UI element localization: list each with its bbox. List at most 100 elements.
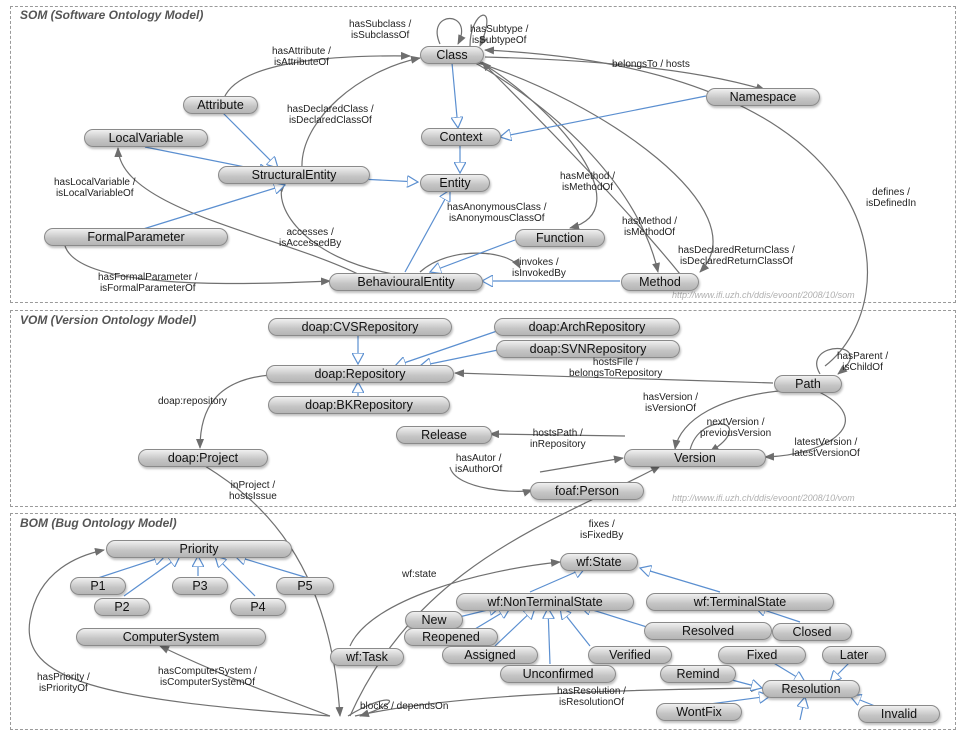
edge-has-autor <box>449 466 533 497</box>
edge-has-attribute <box>223 51 411 99</box>
node-behavioural-entity: BehaviouralEntity <box>329 273 483 291</box>
node-class: Class <box>420 46 484 64</box>
node-structural-entity: StructuralEntity <box>218 166 370 184</box>
label-invokes: invokes / isInvokedBy <box>512 257 566 279</box>
node-invalid: Invalid <box>858 705 940 723</box>
edge-terminal-state <box>640 568 721 593</box>
edge-blocks <box>347 699 391 718</box>
label-anonymous-class: hasAnonymousClass / isAnonymousClassOf <box>447 202 547 224</box>
edge-has-parent <box>816 347 851 375</box>
node-reopened: Reopened <box>404 628 498 646</box>
edge-invokes <box>419 252 521 273</box>
edge-has-declared-class <box>301 55 421 169</box>
label-in-project: inProject / hostsIssue <box>229 480 277 502</box>
node-resolved: Resolved <box>644 622 772 640</box>
edge-has-local-variable <box>114 147 361 276</box>
edge-class-context <box>452 62 458 128</box>
node-p4: P4 <box>230 598 286 616</box>
label-has-computer-system: hasComputerSystem / isComputerSystemOf <box>158 666 257 688</box>
node-attribute: Attribute <box>183 96 258 114</box>
edge-p1-priority <box>97 556 165 579</box>
edge-declared-return <box>481 61 681 275</box>
label-has-version: hasVersion / isVersionOf <box>643 392 699 414</box>
edge-attribute-structural <box>221 111 278 168</box>
som-panel <box>10 6 956 303</box>
edge-has-method-1 <box>469 59 660 273</box>
node-unconfirmed: Unconfirmed <box>500 665 616 683</box>
label-fixes: fixes / isFixedBy <box>580 519 624 541</box>
node-context: Context <box>421 128 501 146</box>
edge-remind-resolution <box>731 680 762 688</box>
node-computer-system: ComputerSystem <box>76 628 266 646</box>
edge-doap-repository <box>196 374 271 449</box>
edge-p4-priority <box>215 556 256 597</box>
edge-wf-state <box>349 558 561 647</box>
edge-belongs-to <box>484 56 766 92</box>
som-url: http://www.ifi.uzh.ch/ddis/evoont/2008/1… <box>672 290 855 300</box>
node-release: Release <box>396 426 492 444</box>
vom-url: http://www.ifi.uzh.ch/ddis/evoont/2008/1… <box>672 493 855 503</box>
node-fixed: Fixed <box>718 646 806 664</box>
edge-p5-priority <box>235 556 309 579</box>
edge-has-priority <box>28 547 331 717</box>
edge-has-resolution <box>354 684 761 717</box>
node-version: Version <box>624 449 766 467</box>
edge-has-method-2 <box>474 61 714 273</box>
node-remind: Remind <box>660 665 736 683</box>
vom-panel-title: VOM (Version Ontology Model) <box>20 313 197 327</box>
edge-has-subclass <box>436 17 466 45</box>
label-hosts-file: hostsFile / belongsToRepository <box>569 357 663 379</box>
node-wf-state: wf:State <box>560 553 638 571</box>
edge-formal-parameter <box>64 245 331 286</box>
edge-verified-nonterminal <box>560 608 591 647</box>
edge-defines <box>484 46 868 367</box>
node-local-variable: LocalVariable <box>84 129 208 147</box>
edge-has-version <box>672 389 791 450</box>
node-person: foaf:Person <box>530 482 644 500</box>
label-latest-version: latestVersion / latestVersionOf <box>792 437 860 459</box>
node-resolution: Resolution <box>762 680 860 698</box>
node-new: New <box>405 611 463 629</box>
label-formal-parameter: hasFormalParameter / isFormalParameterOf <box>98 272 198 294</box>
edge-fixed-resolution <box>771 661 805 682</box>
label-has-local-variable: hasLocalVariable / isLocalVariableOf <box>54 177 136 199</box>
node-wf-nonterminal: wf:NonTerminalState <box>456 593 634 611</box>
edge-has-subtype <box>469 14 488 47</box>
bom-panel-title: BOM (Bug Ontology Model) <box>20 516 177 530</box>
label-has-subclass: hasSubclass / isSubclassOf <box>349 19 412 41</box>
edge-invalid-resolution <box>850 696 876 707</box>
edge-has-computer-system <box>159 645 331 717</box>
node-wf-terminal: wf:TerminalState <box>646 593 834 611</box>
edge-anonymous-class <box>479 61 598 230</box>
label-has-declared-class: hasDeclaredClass / isDeclaredClassOf <box>287 104 374 126</box>
label-has-method-2: hasMethod / isMethodOf <box>622 216 678 238</box>
edge-formalparam-structural <box>139 185 285 231</box>
node-wontfix: WontFix <box>656 703 742 721</box>
edge-next-version <box>689 423 731 453</box>
node-priority: Priority <box>106 540 292 558</box>
label-blocks: blocks / dependsOn <box>360 701 449 712</box>
node-project: doap:Project <box>138 449 268 467</box>
label-has-autor: hasAutor / isAuthorOf <box>455 453 503 475</box>
edge-resolution-down <box>800 697 805 720</box>
node-function: Function <box>515 229 605 247</box>
node-p5: P5 <box>276 577 334 595</box>
label-has-subtype: hasSubtype / isSubtypeOf <box>470 24 529 46</box>
node-svn-repository: doap:SVNRepository <box>496 340 680 358</box>
edge-behavioural-entity <box>404 190 450 273</box>
label-has-priority: hasPriority / isPriorityOf <box>37 672 90 694</box>
label-has-method-1: hasMethod / isMethodOf <box>560 171 616 193</box>
node-p3: P3 <box>172 577 228 595</box>
edge-function-behavioural <box>430 239 516 272</box>
node-formal-parameter: FormalParameter <box>44 228 228 246</box>
node-closed: Closed <box>772 623 852 641</box>
label-declared-return: hasDeclaredReturnClass / isDeclaredRetur… <box>678 245 795 267</box>
node-arch-repository: doap:ArchRepository <box>494 318 680 336</box>
node-p1: P1 <box>70 577 126 595</box>
label-next-version: nextVersion / previousVersion <box>700 417 772 439</box>
node-path: Path <box>774 375 842 393</box>
edge-arch-repository <box>395 329 501 366</box>
edge-latest-version <box>764 389 846 461</box>
node-assigned: Assigned <box>442 646 538 664</box>
